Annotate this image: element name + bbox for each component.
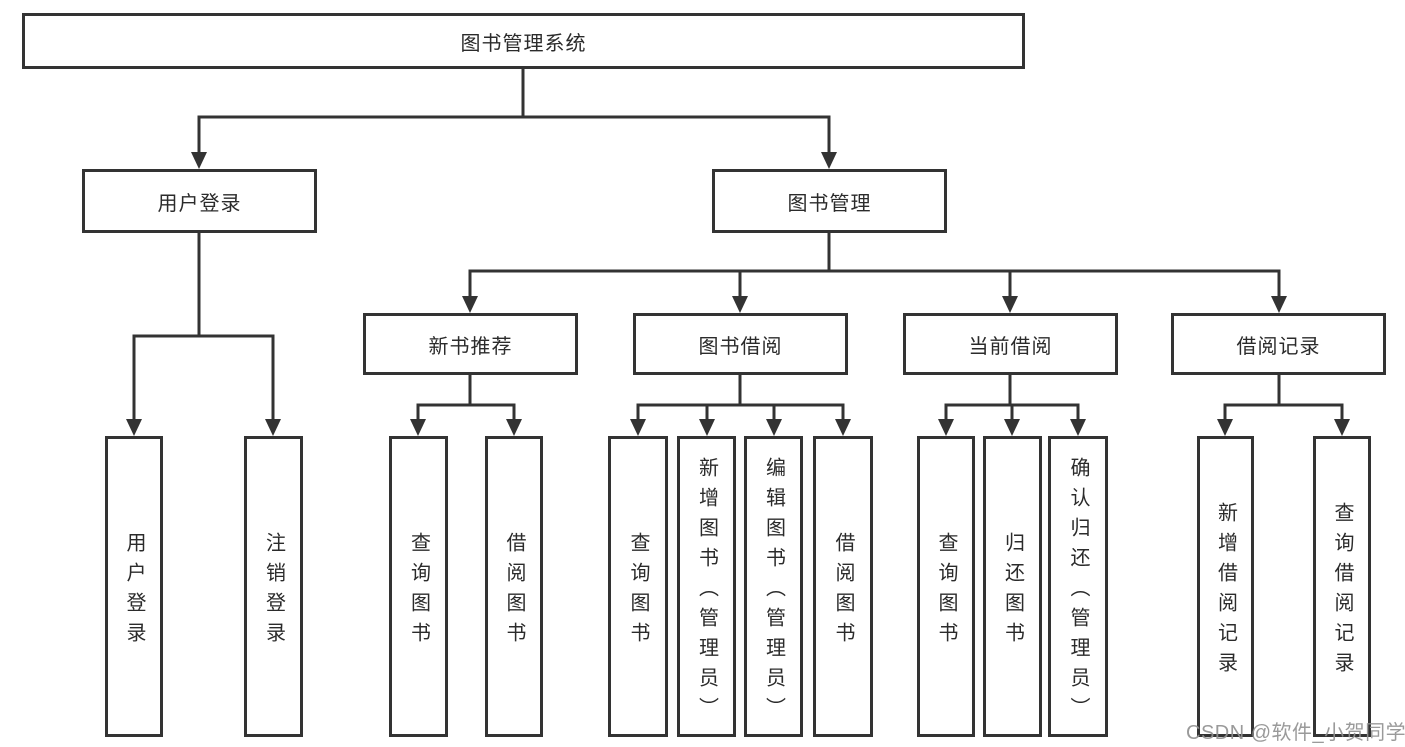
node-user-login: 用户登录: [82, 169, 317, 233]
leaf-nb-borrow-book-label: 借阅图书: [503, 531, 525, 652]
node-book-borrowing-label: 图书借阅: [698, 335, 783, 358]
connector-book-borrowing-children: [630, 373, 851, 436]
leaf-cb-confirm-return-admin-label: 确认归还（管理员）: [1067, 456, 1089, 727]
node-root-label: 图书管理系统: [460, 32, 587, 55]
node-root-library-system: 图书管理系统: [22, 13, 1025, 69]
leaf-bb-edit-book-admin-label: 编辑图书（管理员）: [762, 456, 785, 727]
node-new-book-recommendation: 新书推荐: [363, 313, 578, 375]
leaf-cb-return-book-label: 归还图书: [1001, 531, 1024, 652]
node-current-borrowing: 当前借阅: [903, 313, 1118, 375]
node-new-book-recommendation-label: 新书推荐: [428, 335, 513, 358]
leaf-br-query-record-label: 查询借阅记录: [1331, 501, 1353, 682]
node-book-management: 图书管理: [712, 169, 947, 233]
leaf-logout-login-label: 注销登录: [262, 531, 285, 652]
leaf-nb-borrow-book: 借阅图书: [485, 436, 543, 737]
leaf-cb-return-book: 归还图书: [983, 436, 1042, 737]
leaf-bb-add-book-admin: 新增图书（管理员）: [677, 436, 736, 737]
leaf-nb-query-book-label: 查询图书: [407, 531, 430, 652]
leaf-cb-confirm-return-admin: 确认归还（管理员）: [1048, 436, 1108, 737]
leaf-bb-edit-book-admin: 编辑图书（管理员）: [744, 436, 803, 737]
connector-borrowing-records-children: [1217, 373, 1350, 436]
connector-root-to-level2: [191, 66, 837, 169]
leaf-user-login-label: 用户登录: [123, 531, 145, 652]
leaf-user-login: 用户登录: [105, 436, 163, 737]
connector-user-login-children: [126, 231, 281, 436]
node-borrowing-records: 借阅记录: [1171, 313, 1386, 375]
leaf-nb-query-book: 查询图书: [389, 436, 448, 737]
node-book-management-label: 图书管理: [787, 192, 872, 215]
node-book-borrowing: 图书借阅: [633, 313, 848, 375]
node-borrowing-records-label: 借阅记录: [1236, 335, 1321, 358]
leaf-cb-query-book: 查询图书: [917, 436, 975, 737]
node-user-login-label: 用户登录: [157, 192, 242, 215]
connector-current-borrowing-children: [938, 373, 1086, 436]
leaf-bb-borrow-book-label: 借阅图书: [832, 531, 854, 652]
leaf-br-add-record: 新增借阅记录: [1197, 436, 1254, 737]
leaf-cb-query-book-label: 查询图书: [935, 531, 957, 652]
leaf-logout-login: 注销登录: [244, 436, 303, 737]
connector-book-management-to-level3: [462, 231, 1287, 313]
leaf-bb-query-book: 查询图书: [608, 436, 668, 737]
leaf-br-add-record-label: 新增借阅记录: [1214, 501, 1237, 682]
node-current-borrowing-label: 当前借阅: [968, 335, 1053, 358]
connector-new-book-children: [410, 373, 522, 436]
leaf-bb-query-book-label: 查询图书: [627, 531, 649, 652]
leaf-bb-borrow-book: 借阅图书: [813, 436, 873, 737]
leaf-br-query-record: 查询借阅记录: [1313, 436, 1371, 737]
csdn-watermark: CSDN @软件_小贺同学: [1186, 722, 1405, 744]
leaf-bb-add-book-admin-label: 新增图书（管理员）: [695, 456, 718, 727]
